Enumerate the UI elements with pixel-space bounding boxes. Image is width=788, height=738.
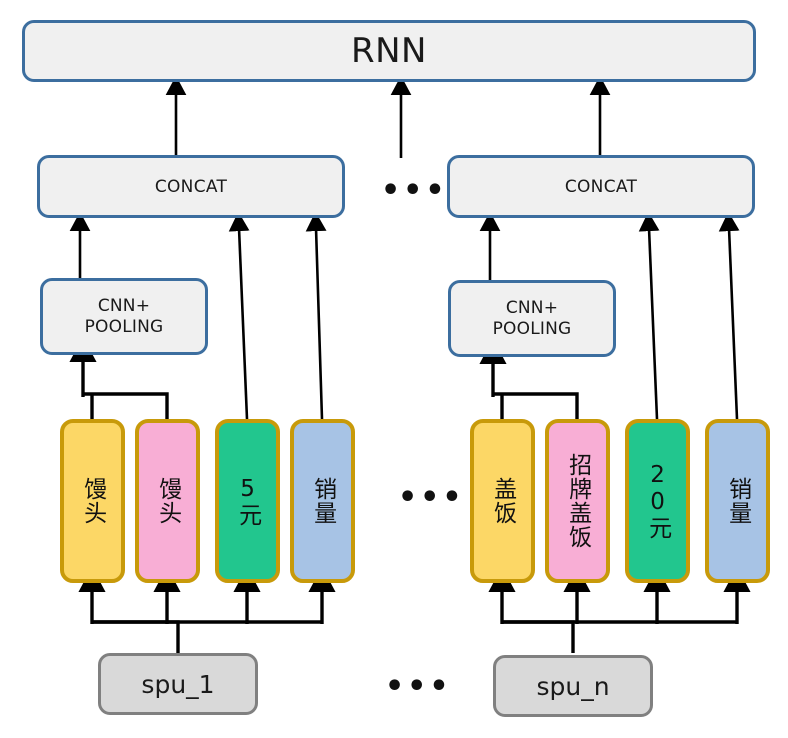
cnn-pooling-label-line2: POOLING xyxy=(492,318,572,339)
cnn-pooling-node-group-1[interactable]: CNN+ POOLING xyxy=(40,278,208,355)
feature-block-label: 销量 xyxy=(724,477,751,525)
spu-label: spu_n xyxy=(536,671,610,701)
feature-block-item-name[interactable]: 盖饭 xyxy=(470,419,535,583)
concat-label: CONCAT xyxy=(564,176,638,197)
cnn-pooling-label-line1: CNN+ xyxy=(505,297,559,318)
rnn-node[interactable]: RNN xyxy=(22,20,756,82)
spu-node-n[interactable]: spu_n xyxy=(493,655,653,717)
feature-block-item-name[interactable]: 馒头 xyxy=(60,419,125,583)
cnn-pooling-label-line1: CNN+ xyxy=(97,295,151,316)
feature-block-label: 20元 xyxy=(644,462,671,540)
feature-block-item-price[interactable]: 20元 xyxy=(625,419,690,583)
feature-block-label: 招牌盖饭 xyxy=(564,453,591,549)
ellipsis-concat-row: ••• xyxy=(381,173,448,208)
ellipsis-spu-row: ••• xyxy=(385,669,452,704)
feature-block-item-sales[interactable]: 销量 xyxy=(705,419,770,583)
concat-node-group-1[interactable]: CONCAT xyxy=(37,155,345,218)
ellipsis-blocks-row: ••• xyxy=(398,480,465,515)
feature-block-item-price[interactable]: 5元 xyxy=(215,419,280,583)
feature-block-label: 5元 xyxy=(234,475,261,527)
feature-block-label: 馒头 xyxy=(79,477,106,525)
feature-block-label: 馒头 xyxy=(154,477,181,525)
cnn-pooling-node-group-n[interactable]: CNN+ POOLING xyxy=(448,280,616,357)
feature-block-label: 盖饭 xyxy=(489,477,516,525)
feature-block-label: 销量 xyxy=(309,477,336,525)
feature-block-item-alias[interactable]: 馒头 xyxy=(135,419,200,583)
rnn-label: RNN xyxy=(351,31,427,71)
spu-node-1[interactable]: spu_1 xyxy=(98,653,258,715)
feature-block-item-alias[interactable]: 招牌盖饭 xyxy=(545,419,610,583)
concat-node-group-n[interactable]: CONCAT xyxy=(447,155,755,218)
cnn-pooling-label-line2: POOLING xyxy=(84,316,164,337)
feature-block-item-sales[interactable]: 销量 xyxy=(290,419,355,583)
spu-label: spu_1 xyxy=(141,669,215,699)
concat-label: CONCAT xyxy=(154,176,228,197)
